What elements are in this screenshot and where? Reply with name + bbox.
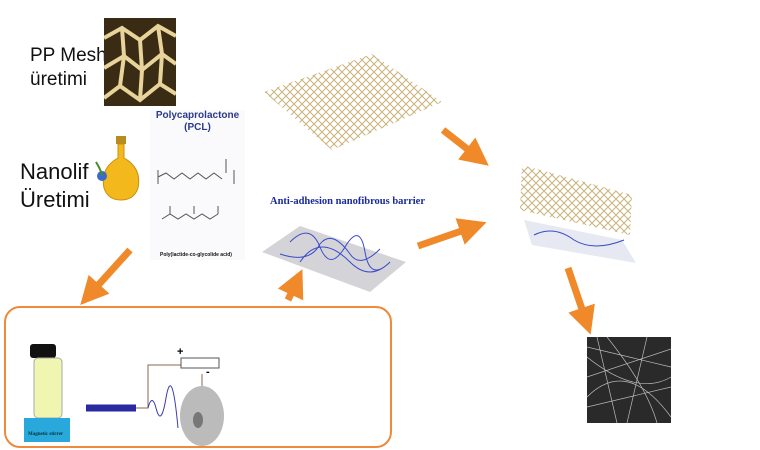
nanofiber-line1: Nanolif <box>20 159 89 184</box>
magnetic-stirrer <box>24 418 70 442</box>
arrow-barrier-to-composite <box>416 218 487 250</box>
pp-mesh-label: PP Mesh üretimi <box>30 44 107 92</box>
nanofiber-line2: Üretimi <box>20 187 90 212</box>
pp-mesh-photo <box>104 18 176 106</box>
nanofiber-label: Nanolif Üretimi <box>20 158 90 214</box>
arrow-materials-to-process <box>80 247 133 305</box>
pcl-title-line2: (PCL) <box>184 122 211 133</box>
arrow-box-to-barrier <box>277 269 304 302</box>
vial-cap <box>30 344 56 358</box>
pcl-title-line1: Polycaprolactone <box>155 110 240 121</box>
power-supply <box>180 357 220 369</box>
pp-mesh-line2: üretimi <box>30 69 88 90</box>
composite-mesh <box>520 165 636 263</box>
arrow-composite-to-sem <box>564 266 595 335</box>
sem-image <box>587 337 671 423</box>
electrospinning-setup <box>24 344 224 446</box>
vial <box>33 357 63 419</box>
mesh-sheet <box>264 54 442 150</box>
arrow-mesh-to-composite <box>440 127 489 166</box>
pcl-structure <box>157 159 235 220</box>
polymer-panel: Polycaprolactone (PCL) Poly(lactide-co-g… <box>150 110 245 260</box>
stirrer-label: Magnetic stirrer <box>28 432 64 437</box>
oil-bottle-icon <box>95 136 140 201</box>
pp-mesh-line1: PP Mesh <box>30 45 107 66</box>
minus-sign: - <box>206 366 210 378</box>
pcl-title: Polycaprolactone (PCL) <box>150 110 245 134</box>
plus-sign: + <box>177 346 184 358</box>
barrier-title: Anti-adhesion nanofibrous barrier <box>270 196 425 207</box>
electrospinning-box: Magnetic stirrer + - <box>4 306 392 448</box>
plga-caption: Poly(lactide-co-glycolide acid) <box>160 252 232 258</box>
nanofiber-sheet <box>262 226 406 292</box>
